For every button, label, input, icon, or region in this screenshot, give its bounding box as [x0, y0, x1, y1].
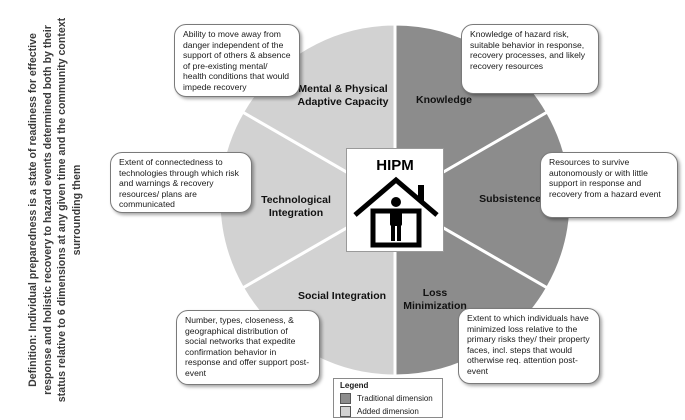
segment-label-mental-physical-adaptive-capacity: Mental & Physical Adaptive Capacity — [297, 83, 389, 108]
callout-technological-integration: Extent of connectedness to technologies … — [110, 152, 252, 213]
segment-label-knowledge: Knowledge — [415, 94, 472, 106]
segment-label-subsistence: Subsistence — [479, 193, 541, 205]
callout-subsistence: Resources to survive autonomously or wit… — [540, 152, 678, 218]
segment-label-technological-integration: Technological Integration — [261, 194, 331, 219]
house-person-icon — [353, 176, 439, 248]
legend-swatch-traditional — [340, 393, 351, 404]
legend-swatch-added — [340, 406, 351, 417]
callout-mental-physical-adaptive-capacity: Ability to move away from danger indepen… — [174, 24, 300, 97]
legend-item-added: Added dimension — [340, 406, 419, 417]
callout-knowledge: Knowledge of hazard risk, suitable behav… — [461, 24, 599, 94]
segment-label-loss-minimization: Loss Minimization — [403, 287, 467, 312]
callout-social-integration: Number, types, closeness, & geographical… — [176, 310, 320, 385]
callout-loss-minimization: Extent to which individuals have minimiz… — [458, 308, 600, 384]
legend: Legend Traditional dimension Added dimen… — [333, 378, 443, 418]
hipm-center-box: HIPM — [346, 148, 444, 252]
definition-text: Definition: Individual preparedness is a… — [27, 17, 83, 403]
segment-label-social-integration: Social Integration — [297, 290, 387, 302]
legend-label-added: Added dimension — [357, 407, 419, 416]
legend-title: Legend — [340, 381, 369, 390]
center-title: HIPM — [376, 157, 414, 174]
legend-label-traditional: Traditional dimension — [357, 394, 433, 403]
legend-item-traditional: Traditional dimension — [340, 393, 433, 404]
